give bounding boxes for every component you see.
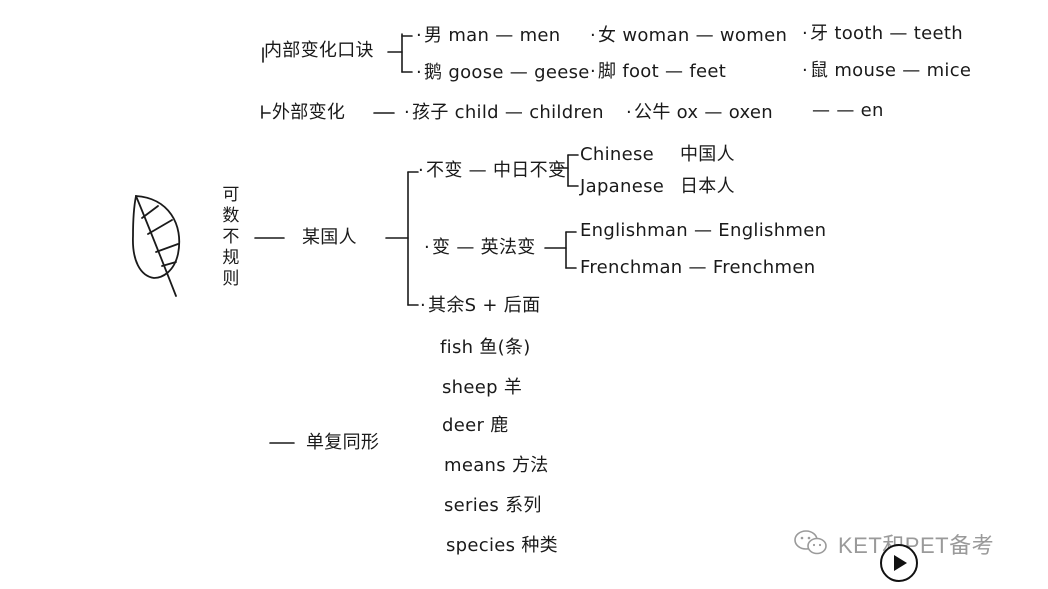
unchanged-cn: 日本人	[680, 176, 735, 197]
leaf-icon	[128, 190, 184, 302]
same-form-item: series 系列	[444, 495, 542, 516]
changed-item: Englishman — Englishmen	[580, 220, 827, 241]
changed-item: Frenchman — Frenchmen	[580, 257, 816, 278]
unchanged-item: Chinese	[580, 144, 655, 165]
same-form-item: means 方法	[444, 455, 549, 476]
same-form-item: species 种类	[446, 535, 558, 556]
external-suffix: — — en	[812, 100, 884, 121]
internal-item: 女 woman — women	[590, 27, 787, 45]
internal-label: 内部变化口诀	[264, 40, 374, 61]
changed-label: 变 — 英法变	[424, 239, 536, 257]
internal-item: 牙 tooth — teeth	[802, 25, 963, 43]
play-icon[interactable]	[880, 544, 918, 582]
same-form-item: fish 鱼(条)	[440, 337, 531, 358]
external-item: 孩子 child — children	[404, 104, 604, 122]
others-label: 其余S + 后面	[420, 297, 540, 315]
external-label: 外部变化	[272, 102, 346, 123]
internal-item: 男 man — men	[416, 27, 561, 45]
internal-item: 脚 foot — feet	[590, 63, 726, 81]
unchanged-cn: 中国人	[680, 144, 735, 165]
unchanged-item: Japanese	[580, 176, 665, 197]
same-form-label: 单复同形	[306, 432, 380, 453]
same-form-item: deer 鹿	[442, 415, 509, 436]
unchanged-label: 不变 — 中日不变	[418, 162, 566, 180]
internal-item: 鼠 mouse — mice	[802, 62, 971, 80]
internal-item: 鹅 goose — geese	[416, 64, 590, 82]
same-form-item: sheep 羊	[442, 377, 523, 398]
country-label: 某国人	[302, 227, 357, 248]
external-item: 公牛 ox — oxen	[626, 104, 773, 122]
root-label: 可数不规则	[222, 185, 240, 289]
wechat-icon	[793, 528, 829, 562]
